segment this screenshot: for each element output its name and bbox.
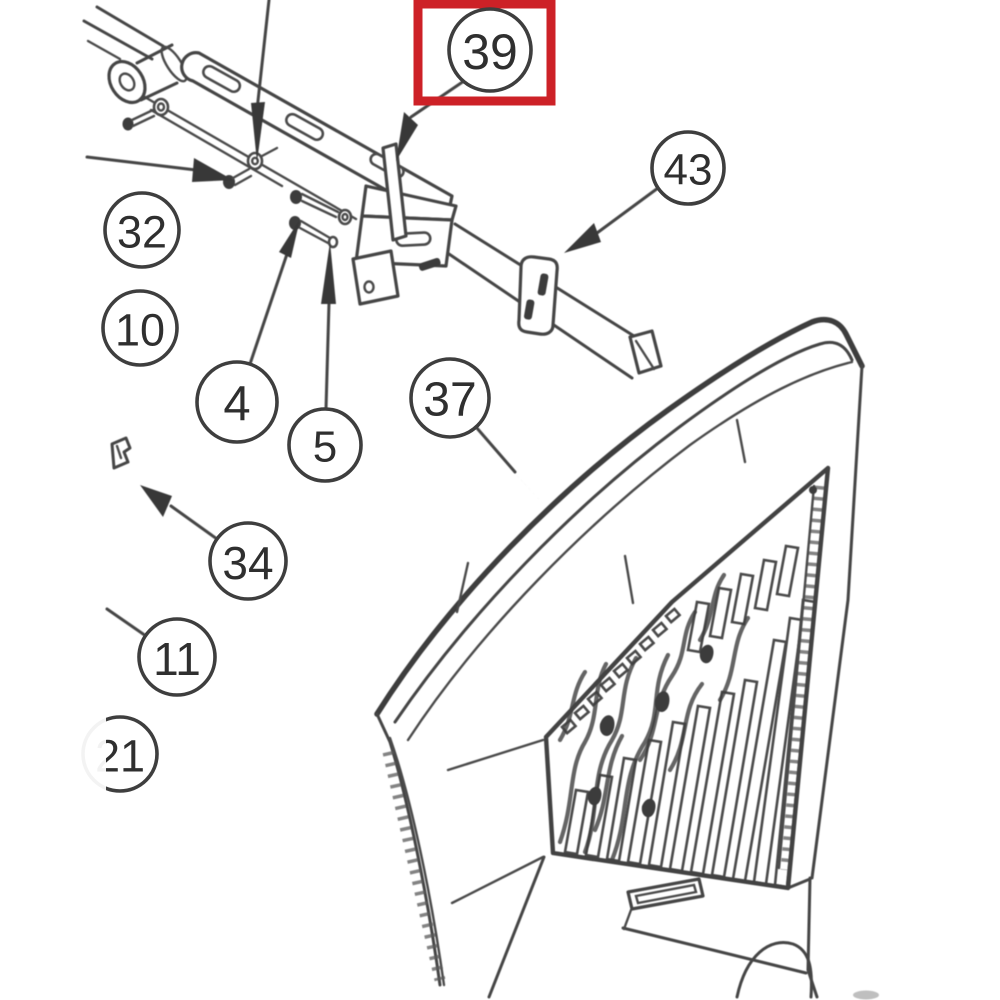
callout-number: 11 bbox=[153, 633, 201, 685]
callout-circle bbox=[137, 617, 217, 697]
callout-number: 43 bbox=[664, 146, 713, 195]
clip-part-34-target bbox=[110, 436, 132, 470]
leader-43 bbox=[564, 186, 660, 253]
leader-39 bbox=[396, 79, 466, 161]
callout-number: 34 bbox=[222, 537, 273, 589]
cylinder-part bbox=[107, 43, 188, 105]
leader-lines bbox=[85, 0, 660, 638]
callout-37[interactable]: 37 bbox=[409, 357, 491, 439]
callout-circle bbox=[650, 130, 726, 206]
callout-5[interactable]: 5 bbox=[287, 407, 363, 483]
leader-5 bbox=[321, 242, 336, 411]
leader-offscreen-top bbox=[251, 0, 271, 162]
scan-fade bbox=[78, 712, 106, 796]
bracket-tab bbox=[351, 249, 400, 306]
screw-and-washer-left bbox=[122, 97, 170, 131]
grille-square-vents bbox=[560, 607, 682, 735]
scan-smudge bbox=[853, 990, 879, 1000]
grille-hatch-band bbox=[780, 485, 826, 871]
callout-circle bbox=[208, 521, 288, 601]
callout-10[interactable]: 10 bbox=[101, 289, 179, 367]
anchor-plate-43-art bbox=[517, 255, 559, 336]
bracket-flange bbox=[381, 142, 408, 242]
callout-34[interactable]: 34 bbox=[208, 521, 288, 601]
callout-4[interactable]: 4 bbox=[195, 360, 279, 444]
callout-39[interactable]: 39 bbox=[413, 0, 556, 106]
callout-number: 4 bbox=[223, 377, 250, 431]
leader-11 bbox=[105, 607, 148, 638]
callout-circle bbox=[409, 357, 491, 439]
callout-number: 10 bbox=[115, 305, 165, 356]
callout-circle bbox=[287, 407, 363, 483]
diagram-line-art bbox=[82, 0, 879, 1000]
flame-decals bbox=[557, 572, 751, 863]
leader-32 bbox=[85, 155, 233, 182]
wheel-arch bbox=[735, 941, 813, 999]
leader-37 bbox=[474, 425, 549, 510]
callout-43[interactable]: 43 bbox=[650, 130, 726, 206]
grille bbox=[543, 465, 831, 891]
grille-screw-hole bbox=[809, 486, 817, 494]
callout-32[interactable]: 32 bbox=[103, 191, 181, 269]
callout-circle bbox=[447, 7, 533, 93]
bracket-39-art bbox=[180, 51, 458, 306]
grille-outline bbox=[543, 465, 831, 891]
callout-number: 39 bbox=[462, 24, 518, 80]
grille-upper-slats bbox=[686, 544, 800, 654]
callout-circle bbox=[195, 360, 279, 444]
callout-circle bbox=[103, 191, 181, 269]
callout-11[interactable]: 11 bbox=[137, 617, 217, 697]
mounting-rod-lines bbox=[82, 5, 358, 221]
callouts-layer: 39 43 32 10 4 5 37 34 11 21 bbox=[78, 0, 726, 796]
callout-number: 32 bbox=[117, 207, 167, 258]
callout-21[interactable]: 21 bbox=[78, 712, 159, 796]
highlight-box bbox=[413, 0, 556, 106]
callout-number: 37 bbox=[423, 374, 476, 427]
leader-4 bbox=[248, 219, 300, 366]
callout-circle bbox=[101, 289, 179, 367]
callout-number: 5 bbox=[313, 423, 337, 472]
leader-34 bbox=[140, 485, 219, 541]
screws-4-5 bbox=[289, 190, 353, 249]
side-panel-37-art bbox=[374, 316, 879, 1000]
